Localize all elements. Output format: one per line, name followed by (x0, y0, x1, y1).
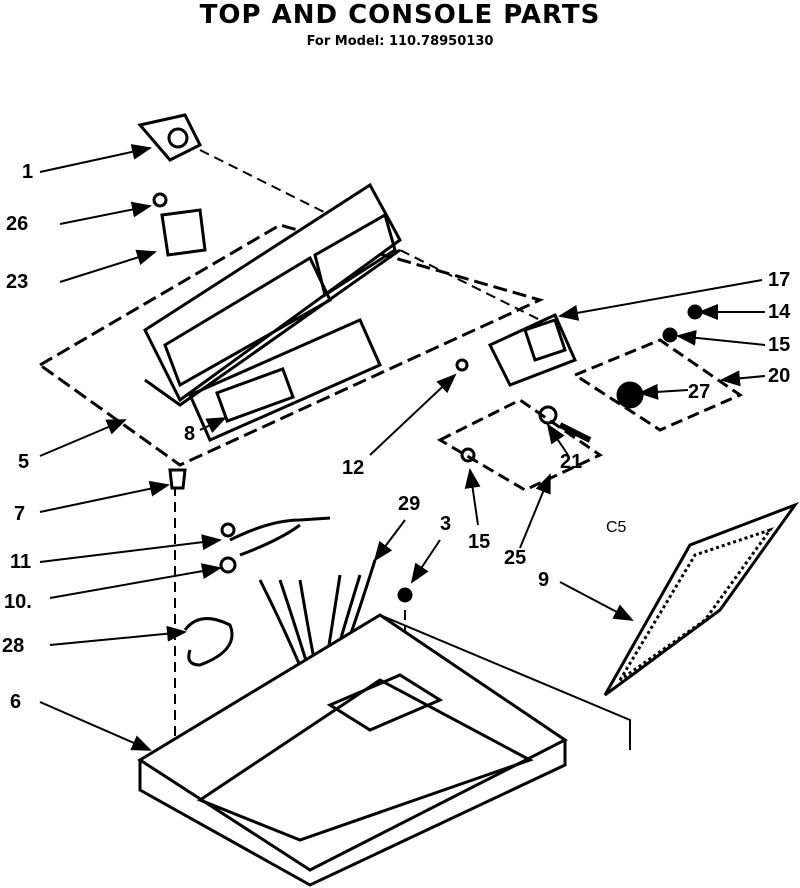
console-panel (37, 182, 545, 467)
callout-15-lower: 15 (468, 531, 491, 553)
lint-screen (603, 501, 800, 697)
leader-lines (39, 144, 766, 751)
callout-11: 11 (10, 551, 32, 573)
callout-1: 1 (22, 161, 34, 183)
callout-7: 7 (14, 503, 26, 525)
control-housing (436, 304, 744, 492)
callout-5: 5 (18, 451, 30, 473)
callout-10: 10. (4, 591, 32, 613)
callout-29: 29 (398, 493, 421, 515)
callout-26: 26 (6, 213, 29, 235)
callout-14: 14 (768, 301, 791, 323)
callout-20: 20 (768, 365, 791, 387)
diagram-code: C5 (606, 519, 627, 536)
switch-part-1 (137, 113, 203, 162)
callout-8: 8 (184, 423, 196, 445)
callout-9: 9 (538, 569, 550, 591)
callout-21: 21 (560, 451, 583, 473)
callout-12: 12 (342, 457, 365, 479)
callout-25: 25 (504, 547, 527, 569)
callout-6: 6 (10, 691, 22, 713)
model-subtitle: For Model: 110.78950130 (306, 34, 494, 49)
callout-27: 27 (688, 381, 711, 403)
callout-15-upper: 15 (768, 334, 791, 356)
callout-28: 28 (2, 635, 25, 657)
foot-part-7 (168, 468, 187, 490)
switch-part-23 (152, 192, 207, 257)
dryer-top (137, 613, 631, 887)
callout-17: 17 (768, 269, 791, 291)
callout-3: 3 (440, 513, 452, 535)
callout-23: 23 (6, 271, 29, 293)
page-title: TOP AND CONSOLE PARTS (199, 0, 601, 30)
